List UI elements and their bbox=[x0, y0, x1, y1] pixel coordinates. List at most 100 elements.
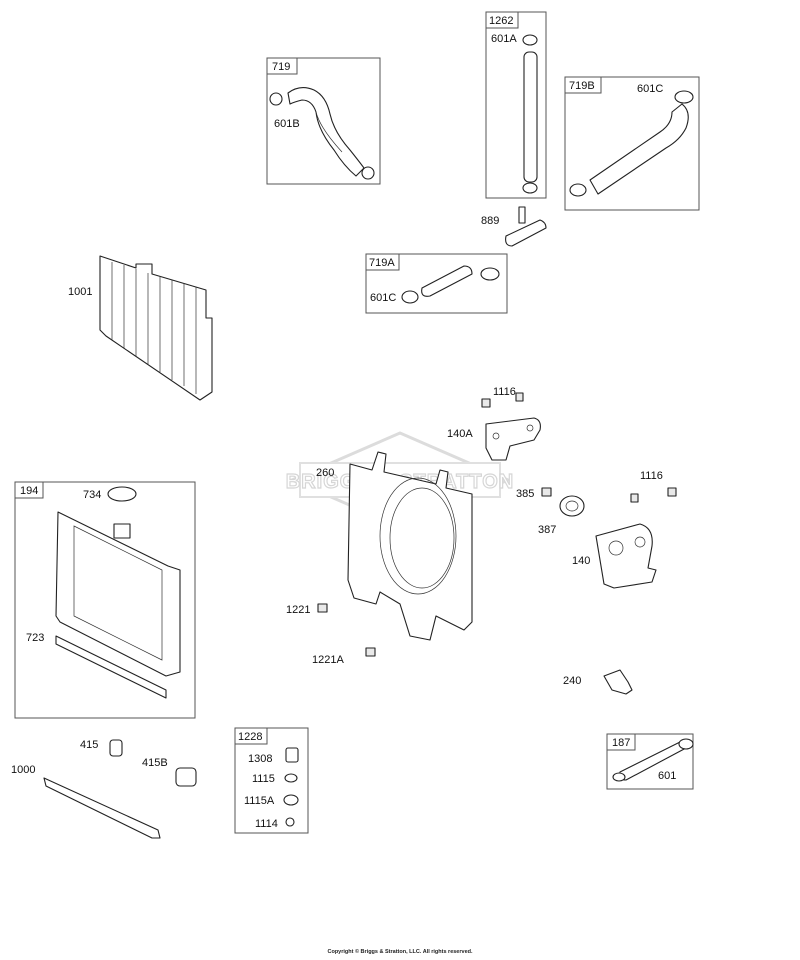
part-387-label: 387 bbox=[538, 524, 556, 536]
kit-187-frame bbox=[606, 733, 694, 790]
copyright-notice: Copyright © Briggs & Stratton, LLC. All … bbox=[327, 949, 473, 955]
part-1116-a-label: 1116 bbox=[493, 386, 516, 398]
bolt-1116-a2-icon bbox=[515, 392, 524, 402]
kit-719b-label: 719B bbox=[569, 80, 595, 92]
part-260-group: 260 bbox=[316, 451, 473, 641]
screen-1001-icon bbox=[99, 255, 213, 401]
sensor-387-icon bbox=[559, 495, 585, 517]
part-889-label: 889 bbox=[481, 215, 499, 227]
kit-187-group: 187 601 bbox=[606, 733, 694, 790]
part-240-label: 240 bbox=[563, 675, 581, 687]
kit-719b-frame bbox=[564, 76, 700, 211]
shroud-260-icon bbox=[347, 451, 473, 641]
cap-415b-icon bbox=[175, 767, 197, 787]
clamp-601b-top-icon bbox=[269, 92, 283, 106]
part-723-label: 723 bbox=[26, 632, 44, 644]
part-1001-label: 1001 bbox=[68, 286, 92, 298]
kit-187-tag bbox=[606, 733, 636, 751]
part-1115a-label: 1115A bbox=[244, 795, 275, 807]
part-734-label: 734 bbox=[83, 489, 101, 501]
part-140a-label: 140A bbox=[447, 428, 473, 440]
clamp-601c-top-icon bbox=[674, 90, 694, 104]
part-1221-label: 1221 bbox=[286, 604, 310, 616]
part-1221a-label: 1221A bbox=[312, 654, 344, 666]
bracket-140a-icon bbox=[485, 417, 541, 461]
kit-187-label: 187 bbox=[612, 737, 630, 749]
kit-719-group: 719 601B bbox=[266, 57, 381, 185]
part-601c-a-label: 601C bbox=[370, 292, 396, 304]
bolt-1116-a-icon bbox=[481, 398, 491, 408]
part-240-group: 240 bbox=[563, 669, 633, 695]
nut-1114-icon bbox=[285, 817, 295, 827]
part-1221a-group: 1221A bbox=[312, 647, 376, 666]
mount-1308-icon bbox=[285, 747, 299, 763]
part-1115-label: 1115 bbox=[252, 773, 275, 785]
hose-719b-icon bbox=[589, 103, 689, 195]
part-385-label: 385 bbox=[516, 488, 534, 500]
sensor-240-icon bbox=[603, 669, 633, 695]
washer-1115-icon bbox=[284, 773, 298, 783]
clamp-601a-bottom-icon bbox=[522, 182, 538, 194]
part-1001-group: 1001 bbox=[68, 255, 213, 401]
part-415-label: 415 bbox=[80, 739, 98, 751]
kit-719b-tag bbox=[564, 76, 602, 94]
part-1116-b-label: 1116 bbox=[640, 470, 663, 482]
hose-719a-icon bbox=[421, 265, 473, 297]
bolt-385-icon bbox=[541, 487, 552, 497]
bracket-140-icon bbox=[595, 523, 657, 589]
part-387-group: 387 bbox=[538, 495, 585, 536]
part-601c-b-label: 601C bbox=[637, 83, 663, 95]
part-140a-group: 140A bbox=[447, 417, 541, 461]
clamp-601c-a-right-icon bbox=[480, 267, 500, 281]
kit-719-frame bbox=[266, 57, 381, 185]
kit-1228-label: 1228 bbox=[238, 731, 262, 743]
tee-fitting-889-icon bbox=[505, 219, 547, 247]
part-415-group: 415 bbox=[80, 739, 123, 757]
part-601a-label: 601A bbox=[491, 33, 517, 45]
filler-neck-icon bbox=[113, 523, 131, 539]
clamp-601-top-icon bbox=[678, 738, 694, 750]
kit-719a-group: 719A 601C bbox=[365, 253, 508, 314]
kit-1262-tag bbox=[485, 11, 519, 29]
kit-194-frame bbox=[14, 481, 196, 719]
kit-1228-tag bbox=[234, 727, 268, 745]
kit-194-tag bbox=[14, 481, 44, 499]
screw-1221a-icon bbox=[365, 647, 376, 657]
kit-719-label: 719 bbox=[272, 61, 290, 73]
radiator-723-icon bbox=[55, 511, 181, 677]
clamp-601-bottom-icon bbox=[612, 772, 626, 782]
cap-734-icon bbox=[107, 486, 137, 502]
part-415b-group: 415B bbox=[142, 757, 197, 787]
kit-719a-label: 719A bbox=[369, 257, 395, 269]
kit-194-group: 194 734 723 bbox=[14, 481, 196, 719]
kit-1262-group: 1262 601A bbox=[485, 11, 547, 199]
bolt-1116-b-icon bbox=[630, 493, 639, 503]
kit-719a-frame bbox=[365, 253, 508, 314]
part-1116-b-group: 1116 bbox=[630, 470, 677, 503]
hose-1262-icon bbox=[523, 51, 538, 183]
part-1221-group: 1221 bbox=[286, 603, 328, 616]
seal-strip-icon bbox=[55, 635, 167, 699]
part-1000-label: 1000 bbox=[11, 764, 35, 776]
part-385-group: 385 bbox=[516, 487, 552, 500]
part-1000-group: 1000 bbox=[11, 764, 161, 839]
kit-194-label: 194 bbox=[20, 485, 38, 497]
clamp-601c-bottom-icon bbox=[569, 183, 587, 197]
part-1308-label: 1308 bbox=[248, 753, 272, 765]
kit-719a-tag bbox=[365, 253, 400, 271]
part-601-label: 601 bbox=[658, 770, 676, 782]
part-1116-a-group: 1116 bbox=[481, 386, 524, 408]
part-415b-label: 415B bbox=[142, 757, 168, 769]
part-1114-label: 1114 bbox=[255, 818, 278, 830]
kit-719-tag bbox=[266, 57, 298, 75]
plug-415-icon bbox=[109, 739, 123, 757]
part-140-label: 140 bbox=[572, 555, 590, 567]
part-140-group: 140 bbox=[572, 523, 657, 589]
washer-1115a-icon bbox=[283, 794, 299, 806]
clamp-601b-bottom-icon bbox=[361, 166, 375, 180]
screw-1221-icon bbox=[317, 603, 328, 613]
clamp-601c-a-left-icon bbox=[401, 290, 419, 304]
part-601b-label: 601B bbox=[274, 118, 300, 130]
part-260-label: 260 bbox=[316, 467, 334, 479]
